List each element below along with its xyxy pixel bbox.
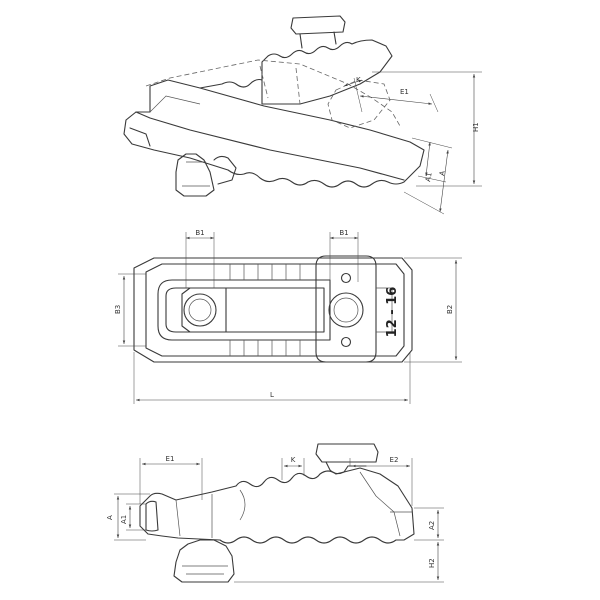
- dim-label-b3: B3: [114, 305, 122, 314]
- side-view: E1 K E2 A A1 A2 H2: [106, 443, 444, 583]
- dim-label-side-e1: E1: [166, 455, 175, 463]
- size-marking: 12 - 16: [385, 287, 400, 338]
- dim-label-b2: B2: [446, 305, 454, 314]
- dim-label-e1: E1: [400, 88, 409, 96]
- tilted-view: H1 E1 K A1 A: [123, 15, 482, 215]
- dim-label-a: A: [438, 170, 447, 176]
- dim-label-l: L: [270, 391, 274, 399]
- dim-label-side-a2: A2: [428, 521, 436, 530]
- dim-label-side-e2: E2: [390, 456, 399, 464]
- dim-label-side-a1: A1: [120, 515, 128, 524]
- dim-label-a1: A1: [424, 172, 433, 182]
- top-view: 12 - 16 B1 B1 B3 B2 L: [114, 229, 462, 404]
- dim-label-side-k: K: [291, 456, 296, 464]
- dim-label-side-a: A: [106, 515, 114, 520]
- dim-label-h1: H1: [472, 122, 480, 132]
- dim-label-b1-right: B1: [339, 229, 348, 237]
- dim-label-side-h2: H2: [428, 558, 436, 568]
- dim-label-k: K: [356, 76, 361, 84]
- dim-label-b1-left: B1: [195, 229, 204, 237]
